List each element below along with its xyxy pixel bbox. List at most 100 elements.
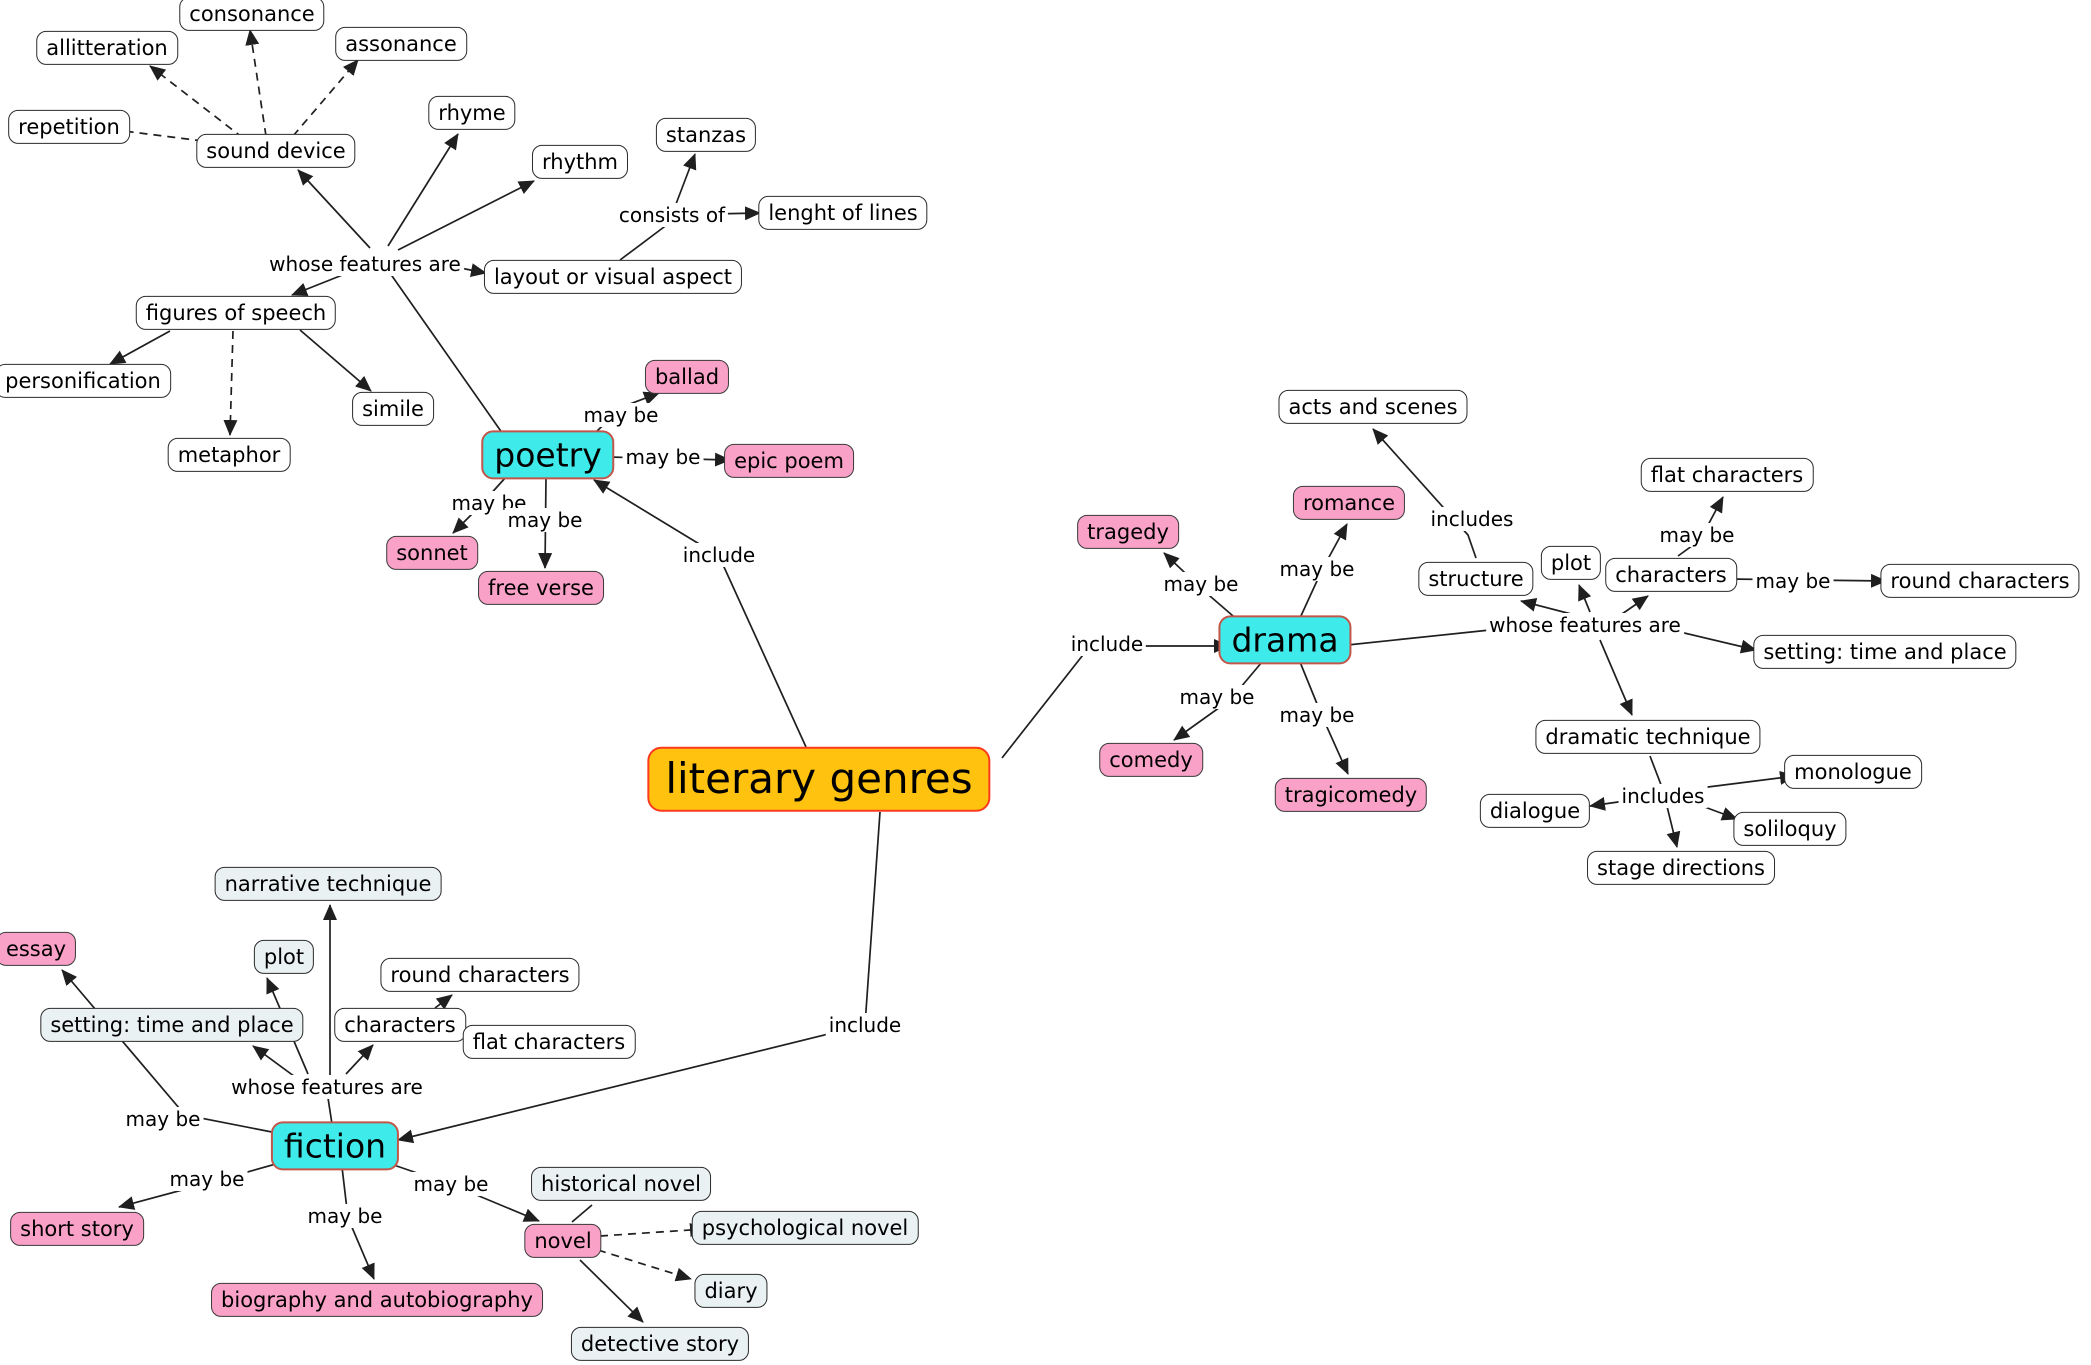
link-label-may-be-flat-drama[interactable]: may be — [1656, 523, 1738, 547]
link-label-include-drama[interactable]: include — [1067, 632, 1147, 656]
node-fiction[interactable]: fiction — [270, 1121, 400, 1171]
edge-12 — [292, 59, 359, 137]
node-romance[interactable]: romance — [1292, 485, 1406, 521]
node-psychological-novel[interactable]: psychological novel — [691, 1210, 919, 1246]
link-label-may-be-comedy[interactable]: may be — [1176, 685, 1258, 709]
link-label-include-poetry[interactable]: include — [679, 543, 759, 567]
node-novel[interactable]: novel — [524, 1223, 602, 1259]
edge-4 — [397, 180, 535, 251]
edge-51 — [597, 1249, 692, 1282]
edge-33 — [1372, 428, 1477, 559]
node-rhythm[interactable]: rhythm — [531, 144, 629, 180]
edge-50 — [599, 1223, 706, 1237]
edge-38 — [1699, 770, 1796, 789]
edge-27 — [1337, 629, 1491, 647]
edge-11 — [245, 29, 267, 137]
link-label-may-be-biography[interactable]: may be — [304, 1204, 386, 1228]
link-label-include-fiction[interactable]: include — [825, 1013, 905, 1037]
link-label-may-be-short-story[interactable]: may be — [166, 1167, 248, 1191]
link-label-consists-of[interactable]: consists of — [615, 203, 729, 227]
node-biography-and-autobiography[interactable]: biography and autobiography — [211, 1282, 543, 1318]
link-label-may-be-tragedy[interactable]: may be — [1160, 572, 1242, 596]
edge-30 — [1621, 595, 1649, 615]
node-characters-drama[interactable]: characters — [1605, 557, 1737, 593]
node-tragedy[interactable]: tragedy — [1077, 514, 1179, 550]
node-plot-drama[interactable]: plot — [1540, 545, 1602, 581]
node-literary-genres[interactable]: literary genres — [647, 746, 991, 812]
node-round-characters-fiction[interactable]: round characters — [380, 957, 580, 993]
edge-28 — [1520, 597, 1576, 616]
node-allitteration[interactable]: allitteration — [36, 30, 178, 66]
link-label-whose-features-are-fiction[interactable]: whose features are — [228, 1075, 426, 1099]
node-layout-or-visual-aspect[interactable]: layout or visual aspect — [483, 259, 743, 295]
node-monologue[interactable]: monologue — [1784, 754, 1922, 790]
node-poetry[interactable]: poetry — [481, 430, 615, 480]
node-detective-story[interactable]: detective story — [570, 1326, 750, 1362]
node-soliloquy[interactable]: soliloquy — [1733, 811, 1847, 847]
node-flat-characters-drama[interactable]: flat characters — [1640, 457, 1814, 493]
link-label-includes-structure[interactable]: includes — [1427, 507, 1517, 531]
node-metaphor[interactable]: metaphor — [167, 437, 291, 473]
link-label-may-be-ballad[interactable]: may be — [580, 403, 662, 427]
node-characters-fiction[interactable]: characters — [334, 1007, 466, 1043]
node-ballad[interactable]: ballad — [644, 359, 730, 395]
node-stanzas[interactable]: stanzas — [655, 117, 757, 153]
edge-40 — [327, 1097, 333, 1125]
node-setting-time-and-place-drama[interactable]: setting: time and place — [1753, 634, 2017, 670]
node-simile[interactable]: simile — [352, 391, 434, 427]
node-historical-novel[interactable]: historical novel — [531, 1166, 711, 1202]
link-label-whose-features-are-poetry[interactable]: whose features are — [266, 252, 464, 276]
edge-43 — [345, 1044, 374, 1075]
node-structure[interactable]: structure — [1418, 561, 1534, 597]
edge-31 — [1679, 631, 1757, 654]
node-dramatic-technique[interactable]: dramatic technique — [1535, 719, 1761, 755]
node-sound-device[interactable]: sound device — [196, 133, 356, 169]
edge-32 — [1599, 639, 1633, 716]
node-drama[interactable]: drama — [1218, 615, 1352, 665]
edge-39 — [1701, 805, 1738, 821]
node-flat-characters-fiction[interactable]: flat characters — [462, 1024, 636, 1060]
node-narrative-technique[interactable]: narrative technique — [214, 866, 442, 902]
edge-29 — [1578, 584, 1592, 613]
edge-8 — [223, 330, 238, 436]
node-rhyme[interactable]: rhyme — [428, 95, 516, 131]
edge-3 — [387, 133, 459, 247]
node-free-verse[interactable]: free verse — [478, 570, 604, 606]
node-essay[interactable]: essay — [0, 931, 77, 967]
link-label-whose-features-are-drama[interactable]: whose features are — [1486, 613, 1684, 637]
node-stage-directions[interactable]: stage directions — [1587, 850, 1775, 886]
edge-1 — [377, 255, 506, 438]
link-label-may-be-essay[interactable]: may be — [122, 1107, 204, 1131]
node-diary[interactable]: diary — [694, 1273, 768, 1309]
edge-52 — [579, 1259, 644, 1323]
node-figures-of-speech[interactable]: figures of speech — [135, 295, 337, 331]
edge-9 — [299, 329, 372, 392]
edge-14 — [619, 223, 669, 261]
edge-2 — [297, 169, 371, 249]
node-dialogue[interactable]: dialogue — [1479, 793, 1591, 829]
edge-53 — [434, 994, 453, 1010]
link-label-may-be-tragicomedy[interactable]: may be — [1276, 703, 1358, 727]
node-sonnet[interactable]: sonnet — [386, 535, 478, 571]
node-repetition[interactable]: repetition — [8, 109, 130, 145]
node-tragicomedy[interactable]: tragicomedy — [1274, 777, 1428, 813]
node-round-characters-drama[interactable]: round characters — [1880, 563, 2080, 599]
edge-0 — [593, 479, 807, 748]
node-acts-and-scenes[interactable]: acts and scenes — [1278, 389, 1468, 425]
node-epic-poem[interactable]: epic poem — [724, 443, 854, 479]
node-consonance[interactable]: consonance — [179, 0, 325, 32]
link-label-may-be-round-drama[interactable]: may be — [1752, 569, 1834, 593]
link-label-may-be-novel[interactable]: may be — [410, 1172, 492, 1196]
link-label-may-be-free-verse[interactable]: may be — [504, 508, 586, 532]
node-plot-fiction[interactable]: plot — [253, 939, 315, 975]
node-comedy[interactable]: comedy — [1099, 742, 1203, 778]
link-label-includes-dramatic[interactable]: includes — [1618, 784, 1708, 808]
node-setting-time-and-place-fiction[interactable]: setting: time and place — [40, 1007, 304, 1043]
node-assonance[interactable]: assonance — [335, 26, 467, 62]
link-label-may-be-epic-poem[interactable]: may be — [622, 445, 704, 469]
node-personification[interactable]: personification — [0, 363, 171, 399]
link-label-may-be-romance[interactable]: may be — [1276, 557, 1358, 581]
node-lenght-of-lines[interactable]: lenght of lines — [758, 195, 928, 231]
node-short-story[interactable]: short story — [10, 1211, 144, 1247]
